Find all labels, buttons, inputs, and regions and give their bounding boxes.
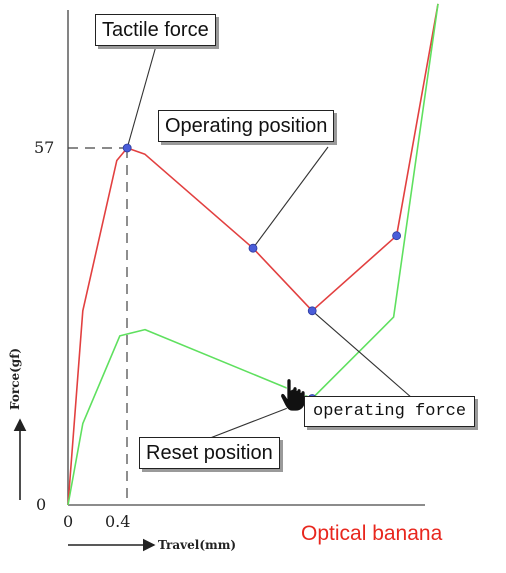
operating-position-leader bbox=[252, 146, 329, 249]
tactile-force-callout: Tactile force bbox=[95, 14, 216, 46]
operating-position-callout: Operating position bbox=[158, 110, 335, 142]
hand-cursor-icon bbox=[280, 378, 306, 412]
operating-force-leader bbox=[311, 310, 413, 399]
press-end-marker bbox=[392, 231, 402, 241]
x-tick-0: 0 bbox=[63, 512, 74, 531]
x-tick-0-4: 0.4 bbox=[105, 512, 131, 531]
brand-label: Optical banana bbox=[301, 522, 443, 545]
release-force-curve bbox=[67, 3, 439, 506]
press-force-curve bbox=[67, 3, 439, 506]
y-tick-57: 57 bbox=[34, 138, 55, 157]
operating-force-marker bbox=[307, 306, 317, 316]
y-axis-label: Force(gf) bbox=[8, 347, 22, 410]
operating-force-callout: operating force bbox=[304, 396, 476, 427]
y-tick-0: 0 bbox=[36, 495, 47, 514]
tactile-force-leader bbox=[126, 45, 157, 149]
tactile-force-marker bbox=[122, 143, 132, 153]
operating-position-marker bbox=[248, 243, 258, 253]
x-axis-label: Travel(mm) bbox=[158, 538, 237, 552]
reset-position-callout: Reset position bbox=[139, 437, 280, 469]
